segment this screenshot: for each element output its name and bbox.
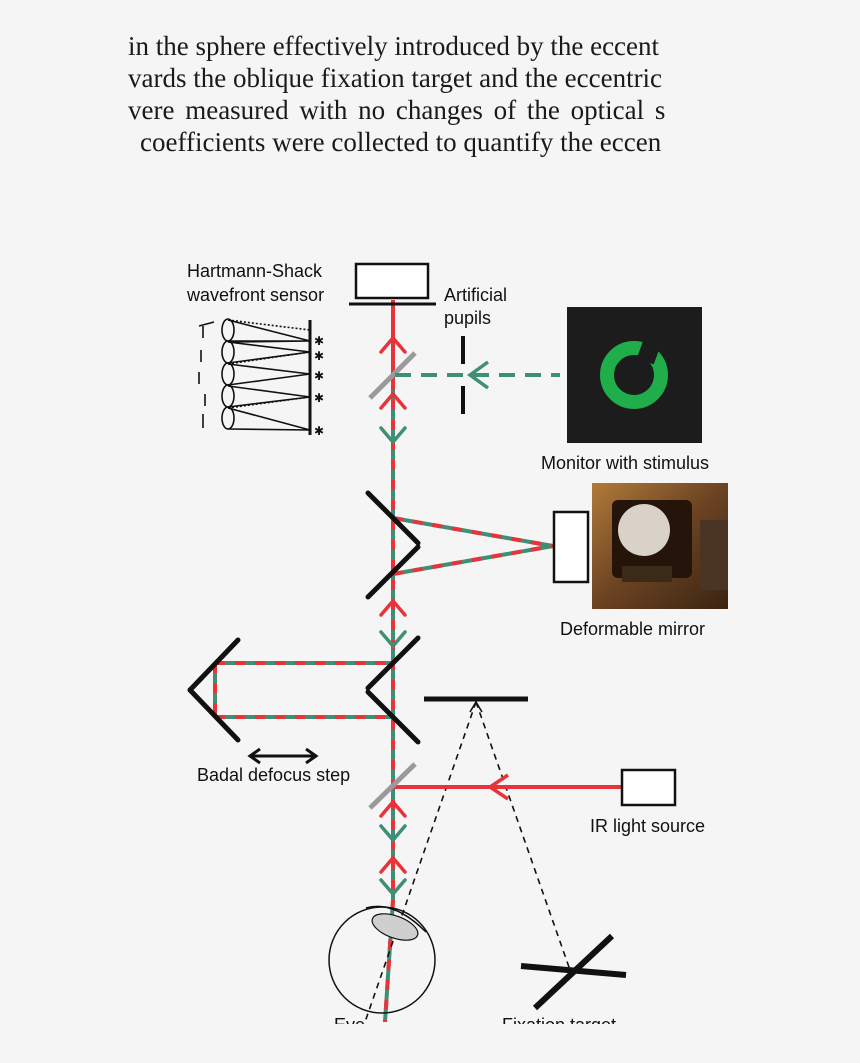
bottom-cut-labels: Eye Fixation target: [0, 1015, 860, 1024]
dm-beam: [392, 516, 554, 576]
paragraph-fragment: in the sphere effectively introduced by …: [0, 30, 728, 160]
paragraph-line: vards the oblique fixation target and th…: [128, 63, 663, 93]
paragraph-line: in the sphere effectively introduced by …: [128, 31, 660, 61]
hs-sensor: [349, 262, 436, 306]
lenslet-array-icon: ✱ ✱ ✱ ✱ ✱: [198, 318, 324, 438]
svg-text:✱: ✱: [314, 424, 324, 438]
fixation-target-icon: [520, 933, 627, 1011]
badal-mirrors: [187, 635, 421, 745]
eye-label: Eye: [334, 1015, 365, 1024]
fixation-label: Fixation target: [502, 1015, 616, 1024]
fixation-rays: [364, 700, 571, 1022]
ir-source-label: IR light source: [590, 816, 705, 836]
monitor-stimulus: [567, 307, 702, 443]
stimulus-arrow: [467, 360, 490, 390]
svg-text:✱: ✱: [314, 391, 324, 405]
paragraph-line: vere measured with no changes of the opt…: [128, 95, 666, 125]
paragraph-line: coefficients were collected to quantify …: [140, 127, 662, 157]
fold-mirrors-dm: [365, 490, 421, 600]
deformable-mirror-photo: [592, 483, 728, 609]
eye-icon: [328, 905, 436, 1014]
hs-sensor-label: wavefront sensor: [186, 285, 324, 305]
badal-label: Badal defocus step: [197, 765, 350, 785]
badal-beam: [213, 661, 393, 719]
ir-arrow: [486, 773, 509, 801]
ir-source-box: [620, 768, 677, 807]
badal-step-arrow-icon: [247, 747, 319, 765]
svg-text:✱: ✱: [314, 334, 324, 348]
beam-arrows: [379, 335, 407, 897]
deformable-mirror-box: [552, 510, 590, 584]
landolt-c-icon: [600, 341, 668, 409]
svg-text:✱: ✱: [314, 369, 324, 383]
beamsplitter-lower: [368, 762, 417, 810]
monitor-label: Monitor with stimulus: [541, 453, 709, 473]
dm-label: Deformable mirror: [560, 619, 705, 639]
svg-text:✱: ✱: [314, 349, 324, 363]
pupils-label: pupils: [444, 308, 491, 328]
beamsplitter-upper: [368, 351, 417, 400]
pupils-label: Artificial: [444, 285, 507, 305]
hs-sensor-label: Hartmann-Shack: [187, 261, 323, 281]
